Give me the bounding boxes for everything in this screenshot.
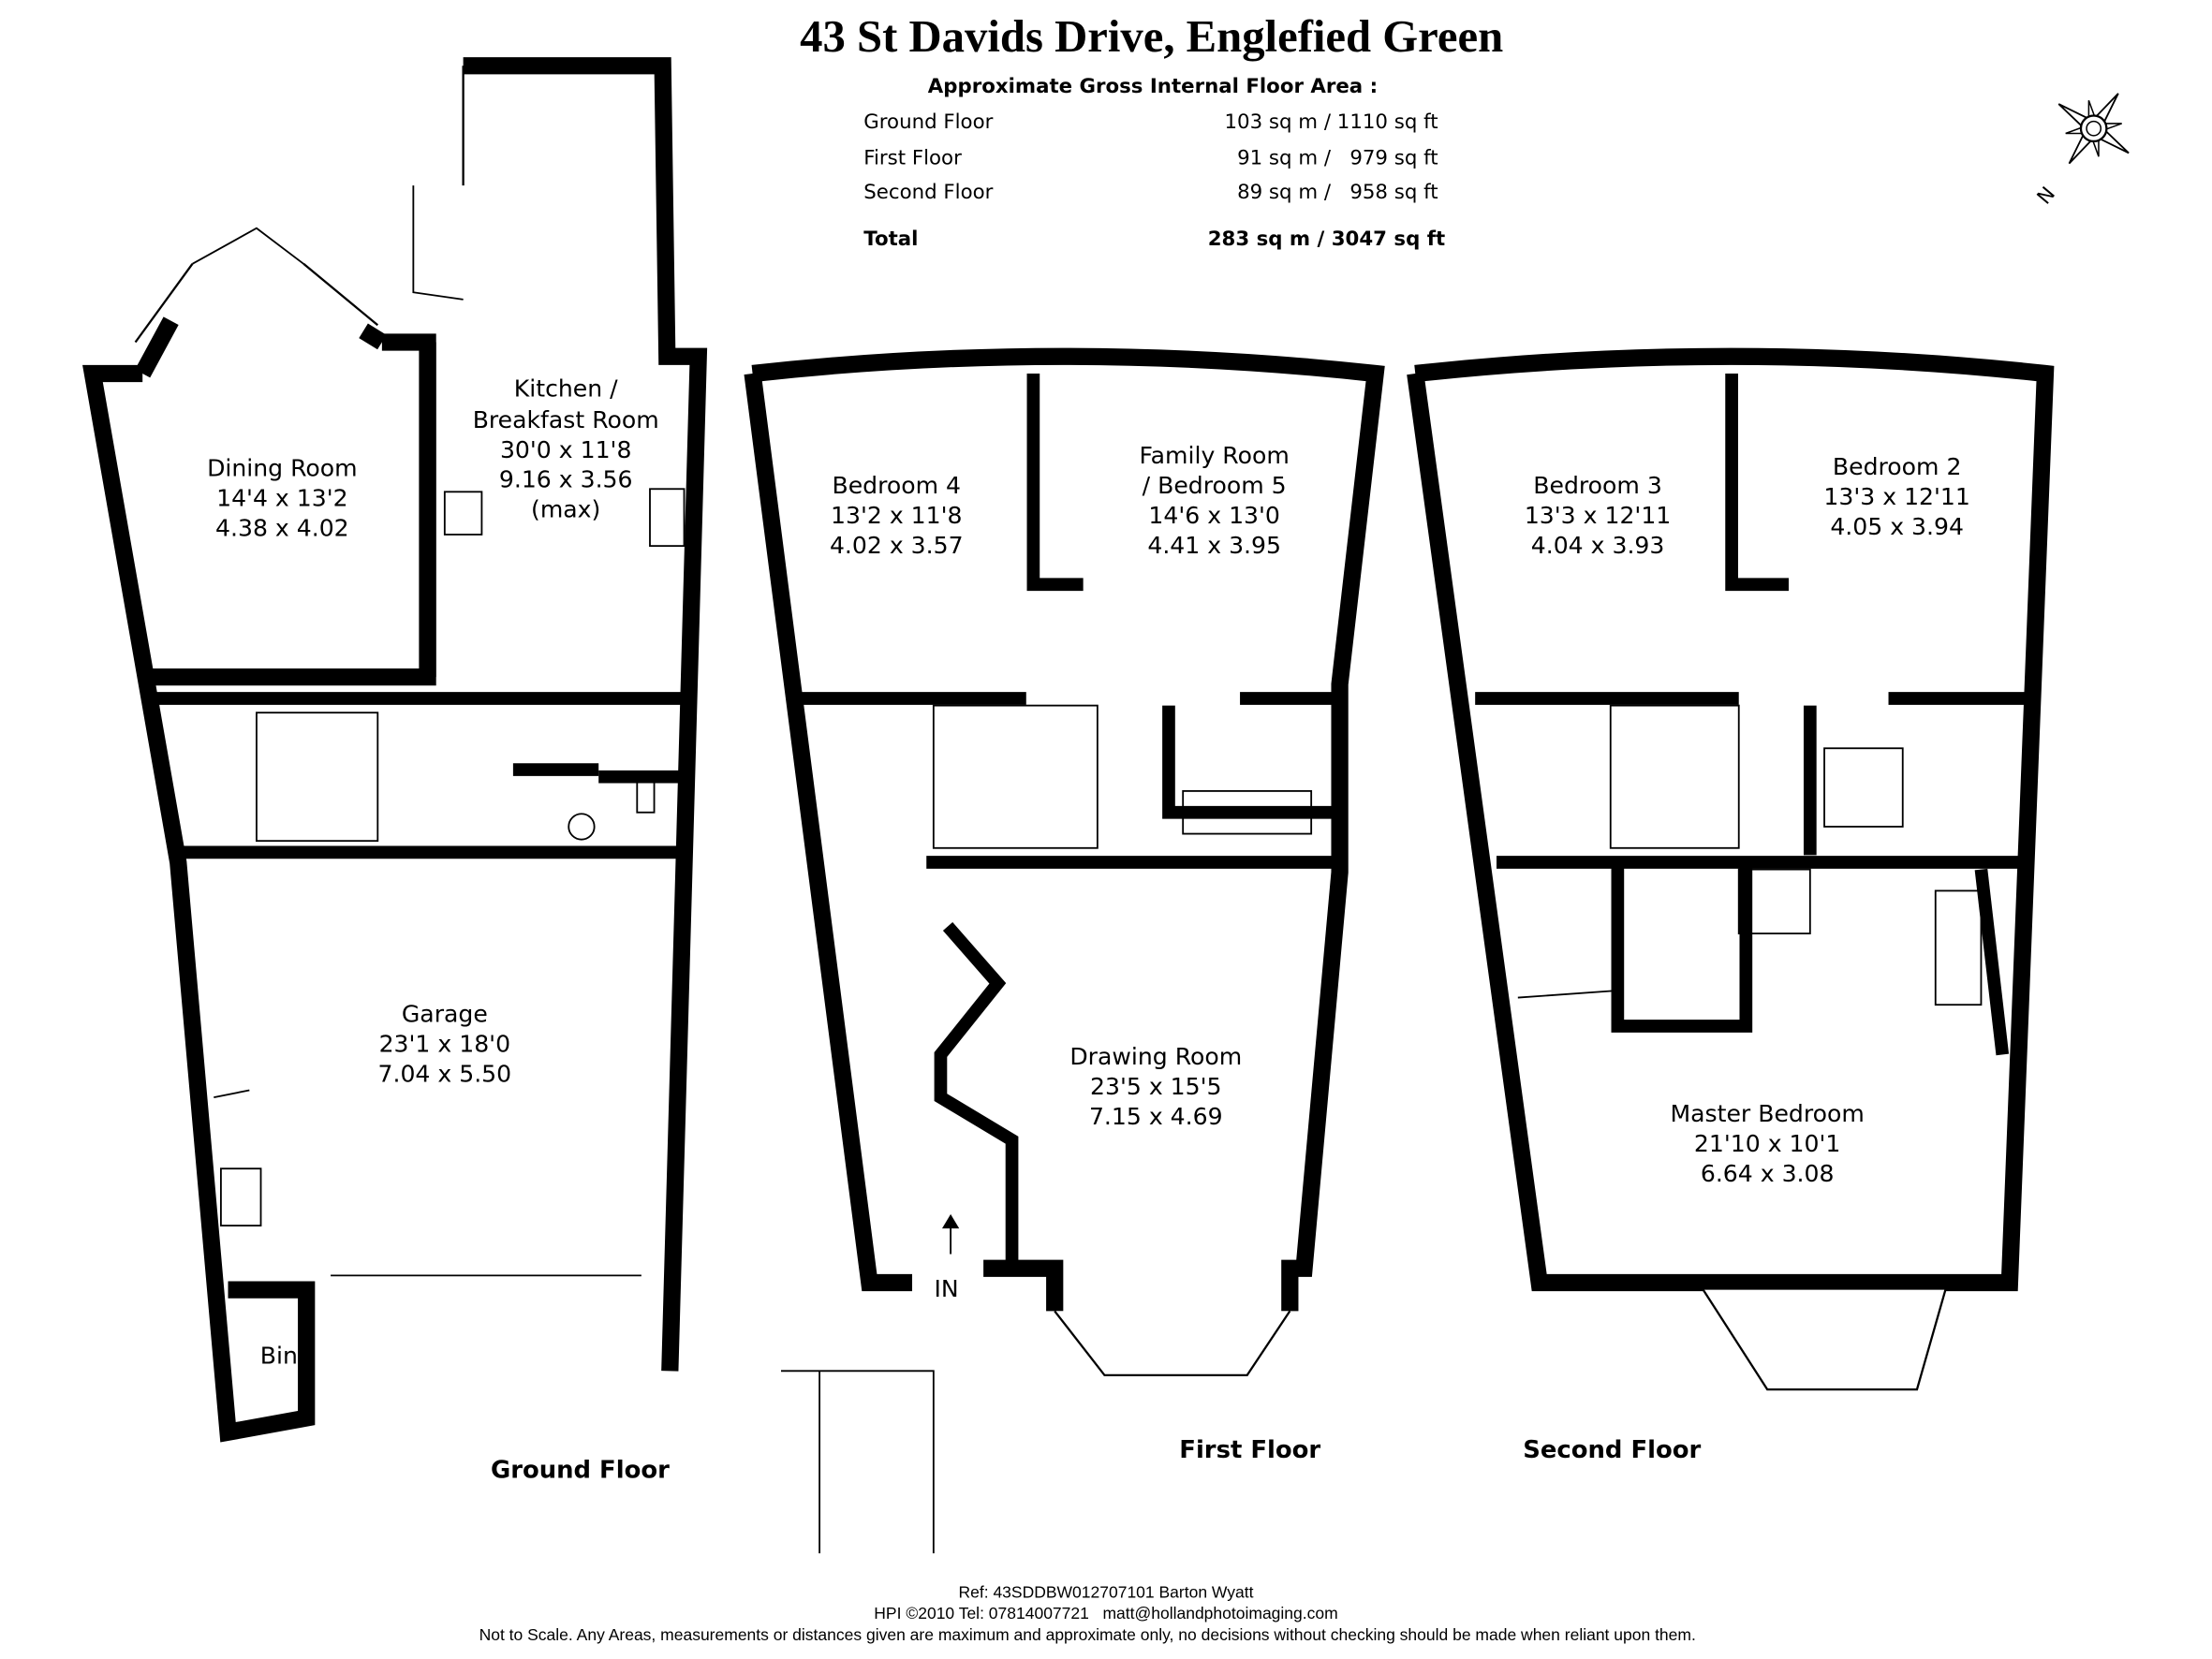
area-label: Second Floor — [863, 181, 993, 204]
svg-text:Garage: Garage — [402, 1000, 488, 1027]
footer-disclaimer: Not to Scale. Any Areas, measurements or… — [479, 1625, 1696, 1644]
area-table: Ground Floor 103 sq m / 1110 sq ft First… — [863, 110, 1445, 251]
svg-text:23'1 x 18'0: 23'1 x 18'0 — [379, 1030, 510, 1057]
footer-contact: HPI ©2010 Tel: 07814007721 matt@hollandp… — [874, 1604, 1337, 1622]
area-heading: Approximate Gross Internal Floor Area : — [928, 75, 1378, 98]
first-floor-plan: Bedroom 4 13'2 x 11'8 4.02 x 3.57 Family… — [744, 347, 1385, 1554]
page-title: 43 St Davids Drive, Englefied Green — [800, 11, 1503, 62]
svg-text:7.04 x 5.50: 7.04 x 5.50 — [378, 1060, 512, 1087]
area-label: First Floor — [863, 146, 962, 169]
family-room-label: Family Room / Bedroom 5 14'6 x 13'0 4.41… — [1140, 442, 1290, 559]
bedroom-2-label: Bedroom 2 13'3 x 12'11 4.05 x 3.94 — [1823, 453, 1969, 540]
svg-text:9.16 x 3.56: 9.16 x 3.56 — [499, 466, 633, 493]
svg-text:21'10 x 10'1: 21'10 x 10'1 — [1694, 1130, 1840, 1157]
dining-room-label: Dining Room 14'4 x 13'2 4.38 x 4.02 — [207, 455, 358, 542]
drawing-room-label: Drawing Room 23'5 x 15'5 7.15 x 4.69 — [1069, 1043, 1242, 1130]
ground-floor-plan: Dining Room 14'4 x 13'2 4.38 x 4.02 Kitc… — [82, 57, 708, 1484]
ground-floor-label: Ground Floor — [491, 1456, 670, 1484]
entrance-label: IN — [934, 1275, 958, 1302]
master-bedroom-label: Master Bedroom 21'10 x 10'1 6.64 x 3.08 — [1671, 1100, 1865, 1187]
bins-label: Bins — [260, 1343, 310, 1370]
svg-text:Bedroom 4: Bedroom 4 — [833, 472, 962, 499]
svg-text:14'6 x 13'0: 14'6 x 13'0 — [1148, 502, 1279, 529]
first-floor-label: First Floor — [1179, 1436, 1320, 1464]
area-value: 103 sq m / 1110 sq ft — [1225, 110, 1438, 134]
svg-text:13'3 x 12'11: 13'3 x 12'11 — [1823, 483, 1969, 510]
svg-text:Bedroom 3: Bedroom 3 — [1533, 472, 1662, 499]
svg-text:4.04 x 3.93: 4.04 x 3.93 — [1531, 532, 1665, 559]
svg-text:/ Bedroom 5: / Bedroom 5 — [1143, 472, 1287, 499]
svg-text:Bedroom 2: Bedroom 2 — [1833, 453, 1962, 480]
svg-text:Dining Room: Dining Room — [207, 455, 358, 482]
kitchen-label: Kitchen / Breakfast Room 30'0 x 11'8 9.1… — [473, 374, 659, 522]
svg-text:4.38 x 4.02: 4.38 x 4.02 — [215, 514, 349, 541]
svg-text:4.02 x 3.57: 4.02 x 3.57 — [830, 532, 964, 559]
bedroom-3-label: Bedroom 3 13'3 x 12'11 4.04 x 3.93 — [1525, 472, 1671, 559]
footer-ref: Ref: 43SDDBW012707101 Barton Wyatt — [958, 1582, 1253, 1601]
svg-text:23'5 x 15'5: 23'5 x 15'5 — [1090, 1073, 1221, 1100]
svg-text:Drawing Room: Drawing Room — [1069, 1043, 1242, 1070]
svg-text:4.05 x 3.94: 4.05 x 3.94 — [1830, 513, 1964, 540]
svg-text:14'4 x 13'2: 14'4 x 13'2 — [216, 485, 347, 512]
svg-text:(max): (max) — [531, 496, 600, 523]
svg-text:7.15 x 4.69: 7.15 x 4.69 — [1089, 1103, 1223, 1130]
second-floor-label: Second Floor — [1523, 1436, 1701, 1464]
svg-text:Family Room: Family Room — [1140, 442, 1290, 469]
svg-text:Master Bedroom: Master Bedroom — [1671, 1100, 1865, 1127]
area-value: 91 sq m / 979 sq ft — [1237, 146, 1438, 169]
total-value: 283 sq m / 3047 sq ft — [1208, 228, 1445, 251]
svg-text:13'3 x 12'11: 13'3 x 12'11 — [1525, 502, 1671, 529]
compass-rose-icon: N — [2033, 93, 2130, 209]
bedroom-4-label: Bedroom 4 13'2 x 11'8 4.02 x 3.57 — [830, 472, 964, 559]
area-label: Ground Floor — [863, 110, 993, 134]
svg-text:Kitchen /: Kitchen / — [514, 374, 618, 402]
compass-north-label: N — [2033, 183, 2060, 209]
area-value: 89 sq m / 958 sq ft — [1237, 181, 1438, 204]
svg-text:4.41 x 3.95: 4.41 x 3.95 — [1147, 532, 1281, 559]
garage-label: Garage 23'1 x 18'0 7.04 x 5.50 — [378, 1000, 512, 1087]
svg-text:30'0 x 11'8: 30'0 x 11'8 — [500, 436, 631, 463]
svg-text:6.64 x 3.08: 6.64 x 3.08 — [1701, 1160, 1835, 1187]
svg-text:13'2 x 11'8: 13'2 x 11'8 — [831, 502, 962, 529]
total-label: Total — [863, 228, 918, 251]
second-floor-plan: Bedroom 3 13'3 x 12'11 4.04 x 3.93 Bedro… — [1407, 347, 2055, 1464]
svg-text:Breakfast Room: Breakfast Room — [473, 406, 659, 433]
